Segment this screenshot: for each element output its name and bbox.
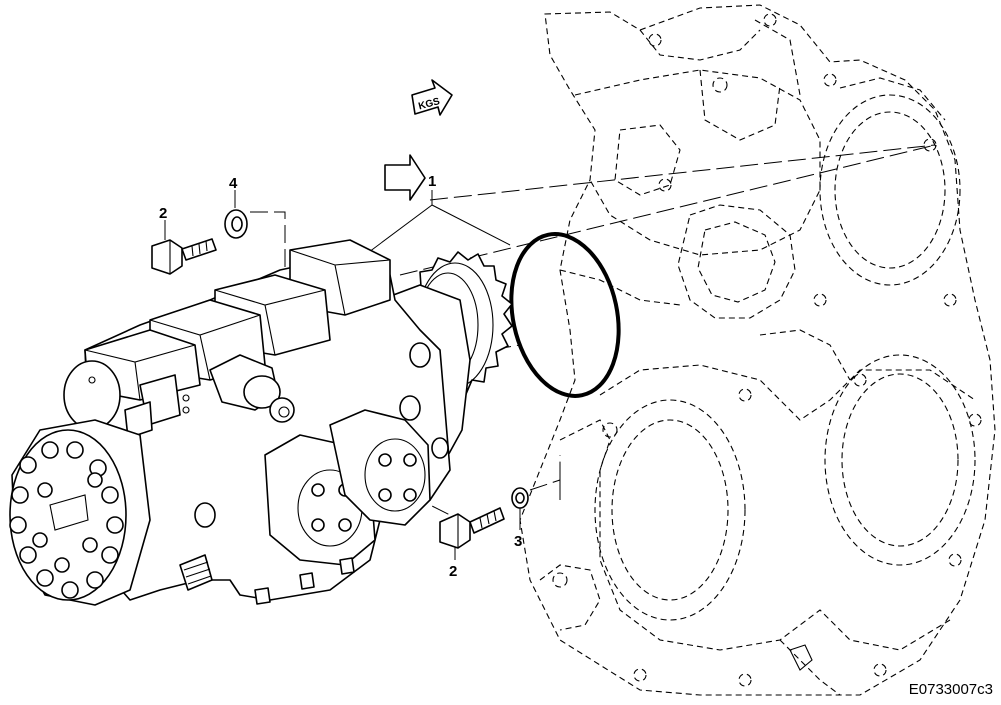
callout-2-bottom: 2: [449, 563, 457, 580]
engine-block-phantom: [519, 4, 996, 696]
view-direction-arrow-icon: [384, 154, 426, 201]
callouts: 1 2 4 2 3: [159, 173, 522, 580]
kgs-direction-arrow-icon: KGS: [411, 79, 453, 116]
callout-1: 1: [428, 173, 436, 190]
port-hole: [194, 502, 216, 528]
solenoid-connector: [63, 360, 190, 439]
drain-fitting: [179, 554, 213, 591]
pump-head-right: [329, 409, 431, 526]
front-flange: [9, 419, 151, 606]
fuel-pump-assembly: [9, 239, 513, 606]
washer-bottom: [511, 487, 529, 509]
kgs-label: KGS: [417, 96, 441, 112]
o-ring: [509, 232, 621, 398]
callout-4: 4: [229, 175, 238, 192]
bolt-bottom: [439, 507, 505, 549]
washer-top: [224, 209, 248, 239]
pressure-fitting: [209, 354, 295, 423]
figure-reference-code: E0733007c3: [909, 681, 993, 698]
callout-2-top: 2: [159, 205, 167, 222]
bolt-top: [151, 238, 217, 275]
callout-3: 3: [514, 533, 522, 550]
